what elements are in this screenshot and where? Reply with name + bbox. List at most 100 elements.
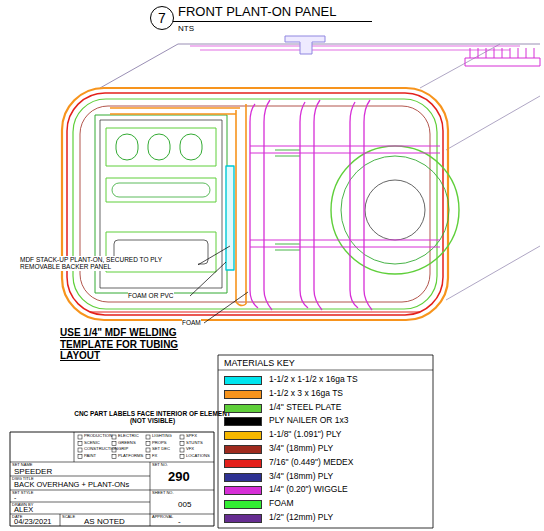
wiggle-band (250, 146, 440, 247)
checkbox-label: SCENIC (84, 441, 100, 446)
legend-text: PLY NAILER OR 1x3 (269, 416, 349, 426)
tube-frame (110, 108, 240, 114)
legend-frame (218, 355, 433, 528)
legend-swatch (224, 459, 262, 468)
checkbox (146, 448, 150, 452)
checkbox (78, 455, 82, 459)
checkbox (112, 435, 116, 439)
wiggle-rib (350, 100, 372, 310)
title-block-text: ALEX (14, 506, 33, 515)
legend-swatch (224, 404, 262, 413)
legend-swatch (224, 500, 262, 509)
legend-swatch (224, 431, 262, 440)
callout-label: FOAM (182, 319, 201, 326)
checkbox-label: GRIP (118, 447, 128, 452)
checkbox-label: PLATFORMS (118, 454, 143, 459)
legend-heading: MATERIALS KEY (224, 358, 295, 368)
checkbox-label: SET DEC (152, 447, 170, 452)
legend-text: 1-1/2 x 3 x 16ga TS (269, 389, 343, 399)
wiggle-rib (300, 100, 322, 310)
checkbox (146, 455, 150, 459)
slot-panel (106, 128, 216, 166)
drawing-title: FRONT PLANT-ON PANEL (178, 5, 336, 20)
title-block (10, 432, 214, 526)
top-block (285, 36, 325, 54)
legend-swatch (224, 445, 262, 454)
slot-panel (106, 178, 216, 202)
general-note: CNC PART LABELS FACE INTERIOR OF ELEMENT… (70, 410, 235, 425)
callout-label: MDF STACK-UP PLANT-ON, SECURED TO PLY RE… (20, 256, 198, 271)
checkbox (78, 442, 82, 446)
callout-label: FOAM OR PVC (128, 292, 174, 299)
checkbox (180, 455, 184, 459)
title-block-text: - (14, 494, 16, 502)
round-panel (341, 156, 449, 264)
title-block-text: - (178, 517, 181, 526)
checkbox-label: CONSTRUCTION (84, 447, 118, 452)
legend-swatch (224, 376, 262, 385)
title-block-text: SPEEDER (14, 467, 52, 476)
callout-circle: 7 (150, 6, 174, 30)
ply-outline (80, 106, 430, 302)
title-block-text: SHEET NO. (152, 491, 174, 496)
checkbox-label: ELECTRIC (118, 434, 139, 439)
title-block-text: SET NAME (12, 463, 32, 468)
tube-post (236, 302, 246, 306)
checkbox-label: PRODUCTION (84, 434, 112, 439)
slot (112, 183, 210, 197)
checkbox-label: FX (152, 454, 157, 459)
checkbox (78, 448, 82, 452)
title-block-text: 005 (178, 500, 191, 509)
general-note: USE 1/4" MDF WELDING TEMPLATE FOR TUBING… (60, 327, 215, 362)
legend-swatch (224, 390, 262, 399)
comb-detail (465, 58, 540, 66)
legend-swatch (224, 417, 262, 426)
checkbox-label: GREENS (118, 441, 136, 446)
title-underline (172, 21, 372, 22)
legend-swatch (224, 473, 262, 482)
legend-rule (218, 370, 433, 371)
comb-teeth (470, 48, 534, 58)
medex-outline (67, 93, 443, 315)
legend-swatch (224, 514, 262, 523)
title-block-text: APPROVAL (152, 515, 173, 520)
checkbox (146, 435, 150, 439)
slot (116, 134, 138, 160)
legend-text: 1/4" (0.20") WIGGLE (269, 485, 348, 495)
title-block-text: SCALE (62, 515, 75, 520)
legend-text: 1-1/2 x 1-1/2 x 16ga TS (269, 375, 358, 385)
legend-text: FOAM (269, 499, 294, 509)
wiggle-rib (250, 100, 272, 310)
legend-text: 1-1/8" (1.091") PLY (269, 430, 342, 440)
checkbox-label: PROPS (152, 441, 167, 446)
checkbox (78, 435, 82, 439)
title-block-text: SET NO. (152, 463, 168, 468)
legend-text: 1/2" (12mm) PLY (269, 513, 333, 523)
title-block-text: 04/23/2021 (14, 518, 52, 527)
checkbox-label: VFX (186, 447, 194, 452)
side-face-edge (446, 96, 540, 300)
checkbox (180, 442, 184, 446)
title-block-rule (10, 432, 214, 526)
checkbox-label: LOCATIONS (186, 454, 210, 459)
leader-line (204, 292, 248, 323)
checkbox-label: STUNTS (186, 441, 203, 446)
bottom-strip (90, 312, 420, 313)
legend-text: 1/4" STEEL PLATE (269, 403, 341, 413)
legend-text: 3/4" (18mm) PLY (269, 444, 333, 454)
round-panel (365, 180, 425, 240)
slot (180, 134, 202, 160)
legend-text: 3/4" (18mm) PLY (269, 472, 333, 482)
checkbox (112, 442, 116, 446)
checkbox-label: PAINT (84, 454, 96, 459)
square-tube (226, 166, 234, 270)
plate-outline (73, 99, 437, 309)
checkbox-label: LIGHTING (152, 434, 172, 439)
top-face-edge (100, 44, 540, 88)
scale-note: NTS (178, 24, 194, 33)
legend-text: 7/16" (0.449") MEDEX (269, 458, 353, 468)
green-strut (275, 150, 300, 250)
checkbox (146, 442, 150, 446)
slot (148, 134, 170, 160)
title-block-text: BACK OVERHANG + PLANT-ONs (14, 481, 129, 490)
